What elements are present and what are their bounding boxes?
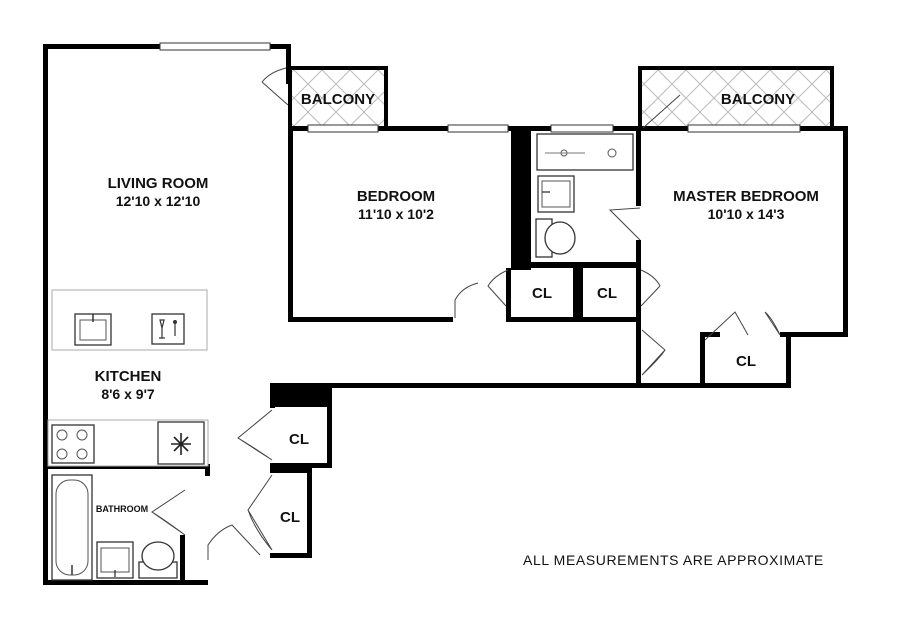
kitchen-dimensions: 8'6 x 9'7 [101, 386, 155, 402]
living-room-label: LIVING ROOM [108, 175, 209, 192]
balcony-right-label: BALCONY [721, 91, 795, 108]
sink-icon [74, 313, 112, 346]
top-bathroom-fixtures [535, 133, 634, 258]
toilet-icon [138, 541, 178, 579]
kitchen-counter [47, 419, 209, 467]
bathroom-label: BATHROOM [96, 504, 148, 514]
living-room-dimensions: 12'10 x 12'10 [116, 193, 201, 209]
closet-label: CL [289, 431, 309, 448]
balcony-left-label: BALCONY [301, 91, 375, 108]
approximate-measurements-note: ALL MEASUREMENTS ARE APPROXIMATE [523, 552, 824, 568]
stove-icon [51, 424, 95, 464]
freezer-snowflake-icon [157, 421, 205, 465]
vanity-sink-icon [537, 175, 575, 213]
bedroom-dimensions: 11'10 x 10'2 [358, 206, 434, 222]
bedroom-label: BEDROOM [357, 188, 435, 205]
toilet-icon [535, 218, 576, 258]
kitchen-label: KITCHEN [95, 368, 162, 385]
closet-label: CL [280, 509, 300, 526]
vanity-sink-icon [96, 541, 134, 579]
master-bedroom-label: MASTER BEDROOM [673, 188, 819, 205]
windows [159, 42, 801, 133]
master-bedroom-dimensions: 10'10 x 14'3 [708, 206, 785, 222]
closet-label: CL [597, 285, 617, 302]
kitchen-island [51, 289, 208, 351]
bathtub-icon [51, 474, 93, 581]
shower-icon [536, 133, 634, 171]
closet-label: CL [532, 285, 552, 302]
wine-glass-icon [151, 313, 185, 345]
closet-label: CL [736, 353, 756, 370]
doors [151, 67, 781, 560]
bathroom-fixtures [51, 474, 178, 581]
